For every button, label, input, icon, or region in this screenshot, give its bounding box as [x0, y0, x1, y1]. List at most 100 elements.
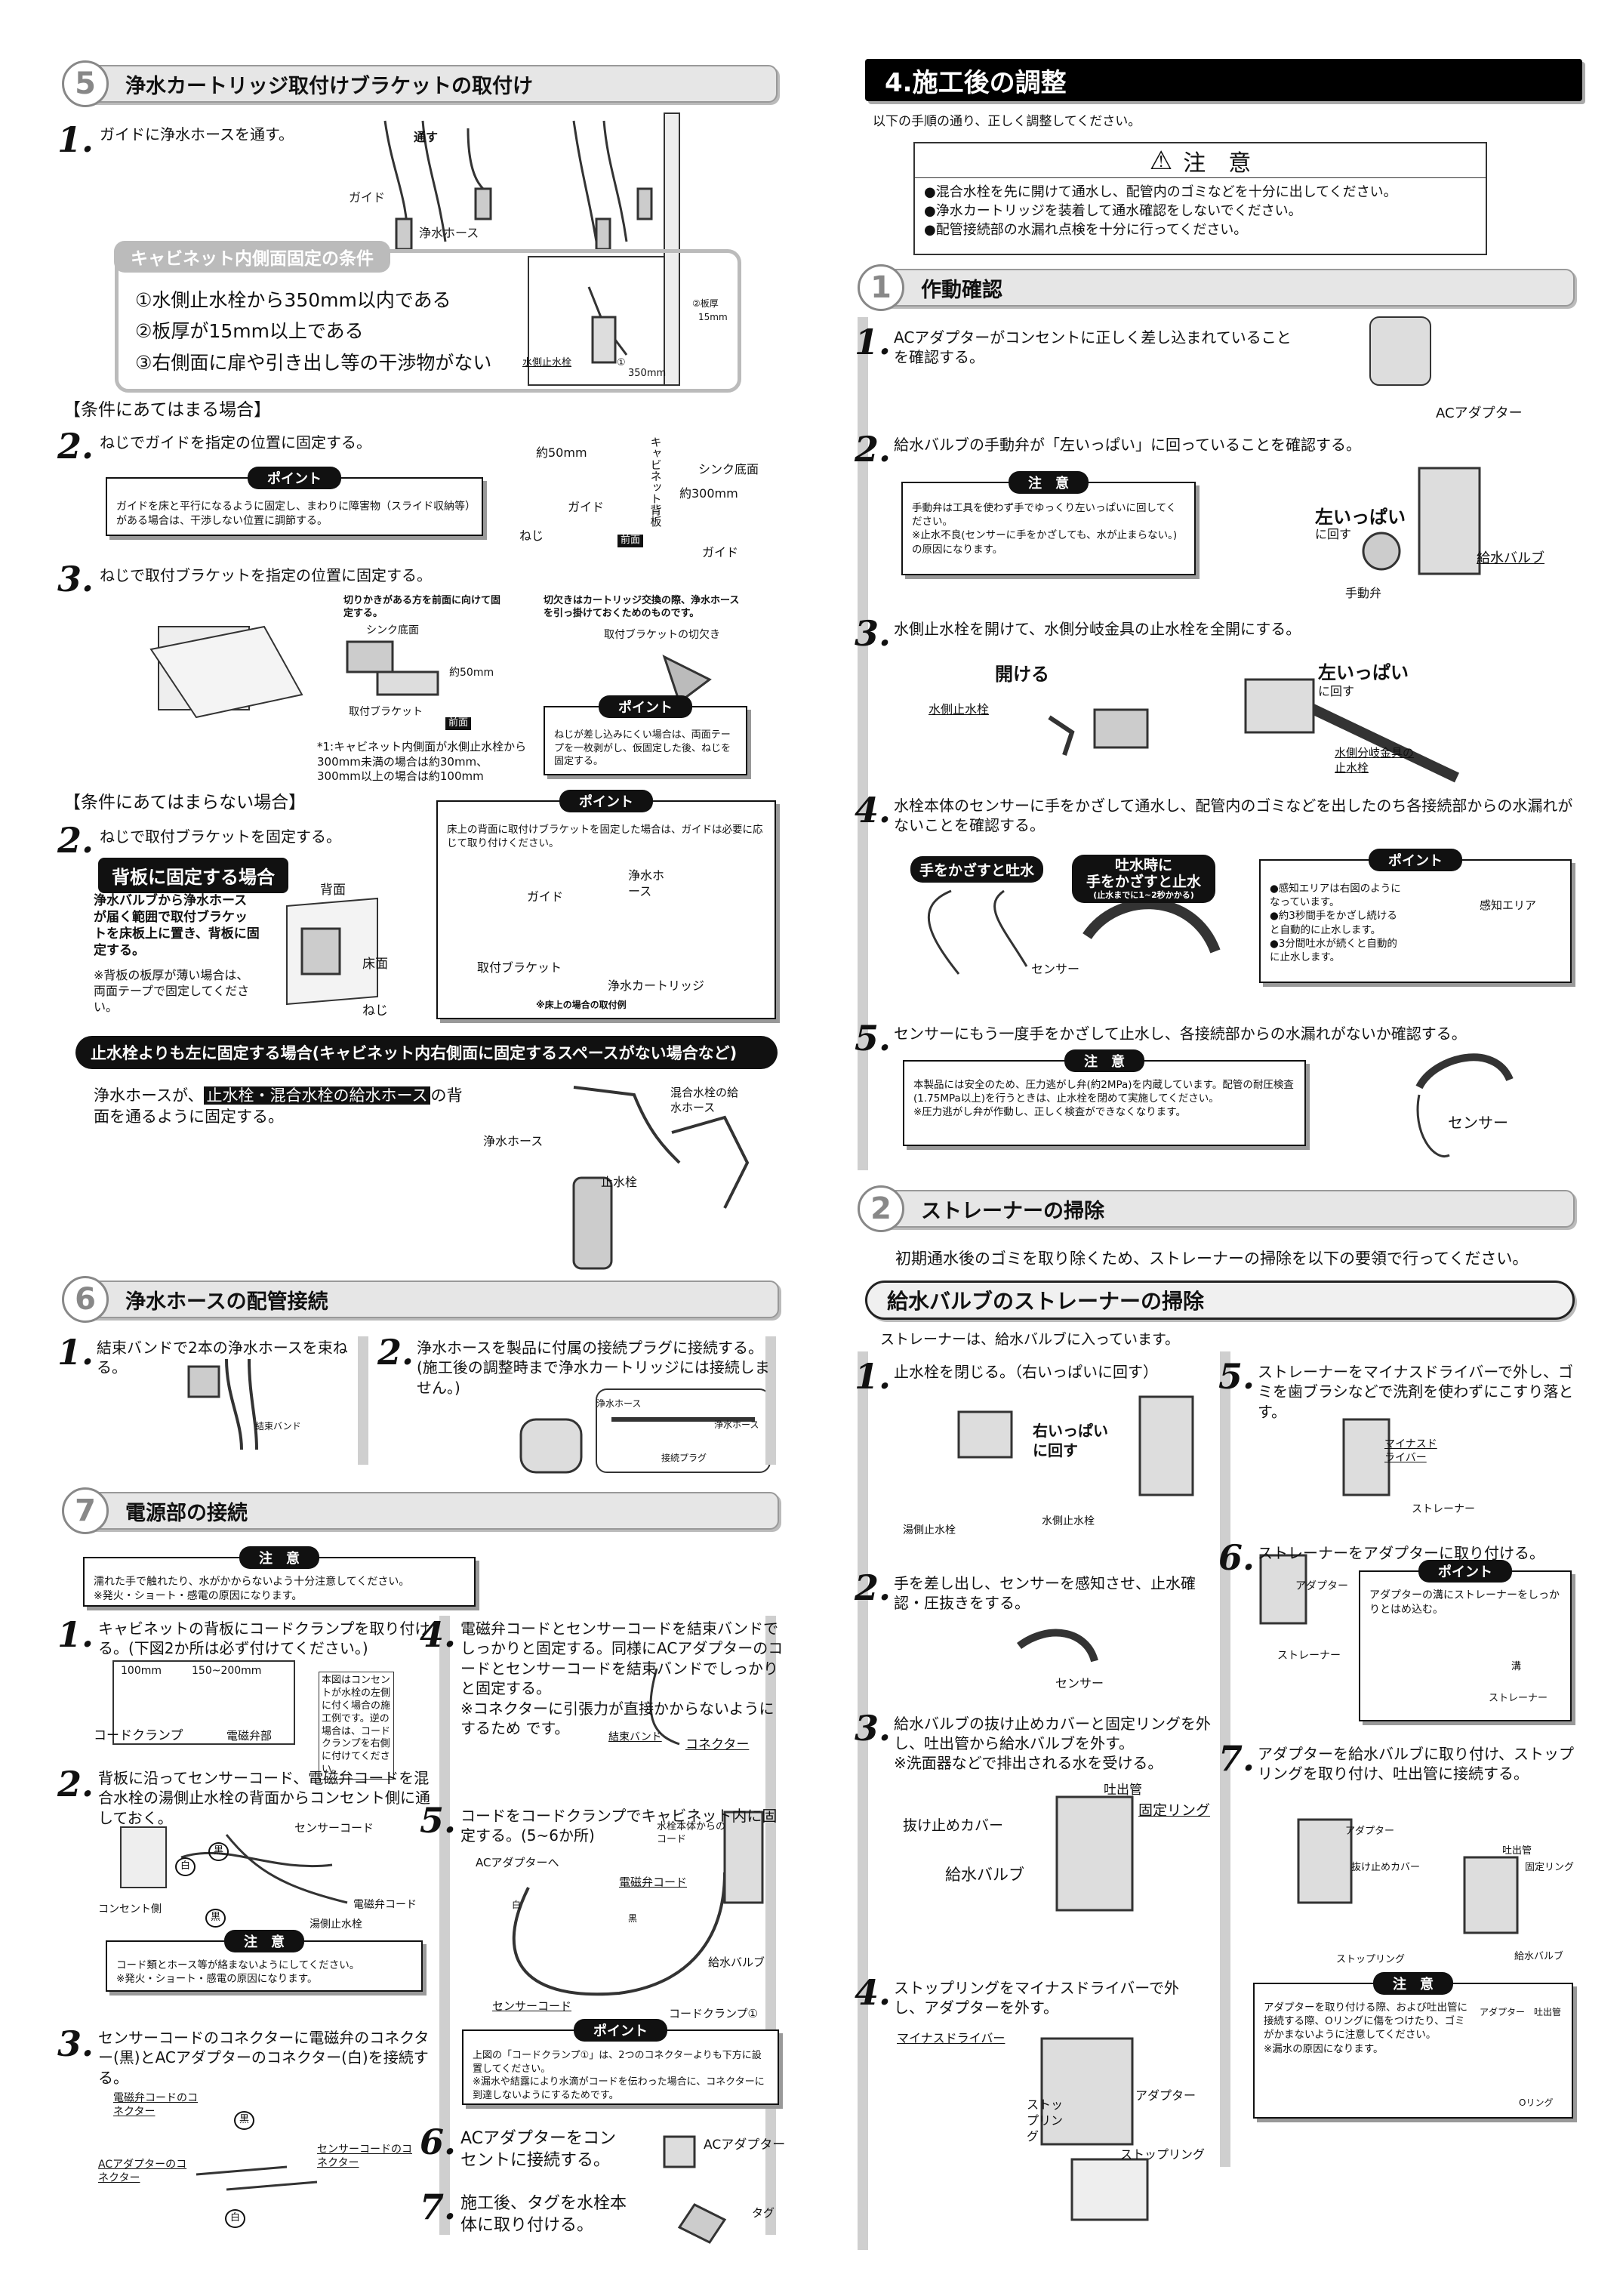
step-number: 4.	[420, 1614, 457, 1655]
caution-sub: ※発火・ショート・感電の原因になります。	[94, 1589, 303, 1602]
label: Oリング	[1519, 2097, 1554, 2108]
label: 取付ブラケット	[349, 706, 423, 718]
label: ねじ	[519, 529, 544, 543]
divider	[1220, 1351, 1230, 2167]
label: 給水バルブ	[1514, 1951, 1564, 1962]
step-text: ストレーナーをアダプターに取り付ける。	[1258, 1544, 1544, 1562]
label: ガイド	[568, 500, 605, 514]
label: 前面	[617, 535, 644, 547]
label: ACアダプターのコネクター	[98, 2159, 187, 2185]
label: 150~200mm	[192, 1665, 262, 1677]
point-tag: ポイント	[599, 695, 692, 718]
label: コンセント側	[98, 1903, 162, 1915]
point-text: 床上の背面に取付けブラケットを固定した場合は、ガイドは必要に応じて取り付けくださ…	[447, 824, 763, 850]
caution-tag: 注 意	[1064, 1049, 1144, 1072]
label: ねじ	[362, 1003, 388, 1019]
section-number: 6	[62, 1276, 109, 1323]
label: 抜け止めカバー	[1351, 1862, 1421, 1873]
label: 取付ブラケット	[477, 960, 562, 975]
label: 通す	[414, 130, 439, 144]
label: アダプター	[1480, 2007, 1526, 2017]
step-text: 背板に沿ってセンサーコード、電磁弁コードを混合水栓の湯側止水栓の背面からコンセン…	[98, 1769, 430, 1827]
note: 本図はコンセントが水栓の左側に付く場合の施工例です。逆の場合は、コードクランプを…	[319, 1672, 394, 1780]
label: アダプター	[1295, 1580, 1348, 1592]
label: ストップリング	[1120, 2147, 1206, 2162]
section-6-header: 6 浄水ホースの配管接続	[62, 1276, 779, 1323]
step-number: 2.	[855, 429, 892, 470]
label: 前面	[445, 717, 472, 730]
label: アダプター	[1135, 2088, 1196, 2103]
step-text: 止水栓を閉じる。（右いっぱいに回す）	[894, 1363, 1158, 1381]
label: ストレーナー	[1412, 1503, 1475, 1515]
label: 電磁弁コードのコネクター	[113, 2092, 198, 2119]
label: ストレーナー	[1489, 1693, 1548, 1704]
section-title: 浄水ホースの配管接続	[94, 1281, 779, 1318]
label: 感知エリア	[1480, 898, 1537, 912]
highlight: 止水栓・混合水栓の給水ホース	[203, 1086, 431, 1105]
sub-heading: 給水バルブのストレーナーの掃除	[865, 1281, 1575, 1320]
label: コードクランプ	[94, 1728, 183, 1743]
caution-text: 本製品には安全のため、圧力逃がし弁(約2MPa)を内蔵しています。配管の耐圧検査…	[913, 1079, 1294, 1105]
label: マイナスドライバー	[897, 2031, 1006, 2045]
caution-box: 注 意 コード類とホース等が絡まないようにしてください。 ※発火・ショート・感電…	[106, 1930, 423, 1992]
divider	[858, 317, 868, 1170]
step-text: 手を差し出し、センサーを感知させ、止水確認・圧抜きをする。	[894, 1574, 1196, 1613]
tag: 手をかざすと吐水	[910, 856, 1044, 883]
label: に回す	[1318, 684, 1355, 698]
step-number: 4.	[855, 1972, 892, 2013]
divider	[765, 1336, 776, 1465]
condition-box: キャビネット内側面固定の条件 ①水側止水栓から350mm以内である ②板厚が15…	[114, 241, 741, 393]
text: 浄水ホースが、	[94, 1086, 204, 1105]
step-text: ねじで取付ブラケットを指定の位置に固定する。	[100, 566, 432, 584]
section-title: 浄水カートリッジ取付けブラケットの取付け	[94, 65, 778, 103]
point-box: ポイント アダプターの溝にストレーナーをしっかりとはめ込む。 溝 ストレーナー	[1359, 1560, 1572, 1721]
step-number: 2.	[57, 426, 94, 467]
step-number: 1.	[57, 119, 94, 160]
caution-item: ●混合水栓を先に開けて通水し、配管内のゴミなどを十分に出してください。	[924, 184, 1397, 200]
label: 左いっぱい	[1318, 662, 1409, 683]
label: 浄水ホース	[596, 1398, 642, 1409]
caution-item: ●配管接続部の水漏れ点検を十分に行ってください。	[924, 222, 1248, 239]
note: 切欠きはカートリッジ交換の際、浄水ホースを引っ掛けておくためのものです。	[544, 595, 740, 619]
warning-icon: ⚠	[1149, 145, 1173, 176]
divider	[358, 1336, 368, 1465]
point-text: ガイドを床と平行になるように固定し、まわりに障害物（スライド収納等）がある場合は…	[116, 501, 470, 527]
point-box: ポイント ねじが差し込みにくい場合は、両面テープを一枚剥がし、仮固定した後、ねじ…	[544, 695, 747, 775]
label: 取付ブラケットの切欠き	[604, 629, 720, 641]
step-number: 3.	[57, 559, 94, 599]
label: 右いっぱい	[1033, 1422, 1108, 1440]
step-number: 7.	[1218, 1738, 1255, 1779]
left-fix-heading: 止水栓よりも左に固定する場合(キャビネット内右側面に固定するスペースがない場合な…	[75, 1036, 778, 1069]
point-text: ねじが差し込みにくい場合は、両面テープを一枚剥がし、仮固定した後、ねじを固定する…	[554, 729, 731, 768]
step-text: 電磁弁コードとセンサーコードを結束バンドでしっかりと固定する。同様にACアダプタ…	[460, 1620, 784, 1698]
point-box: ポイント ●感知エリアは右図のようになっています。 ●約3秒間手をかざし続けると…	[1259, 849, 1572, 983]
point-item: ●約3秒間手をかざし続けると自動的に止水します。	[1270, 910, 1397, 936]
label: タグ	[752, 2206, 775, 2220]
label: センサーコードのコネクター	[317, 2143, 412, 2170]
caution-tag: 注 意	[1373, 1972, 1453, 1995]
caution-sub: ※漏水の原因になります。	[1264, 2042, 1384, 2055]
label: センサーコード	[294, 1821, 374, 1835]
step-number: 3.	[855, 613, 892, 654]
step-text: ねじでガイドを指定の位置に固定する。	[100, 433, 371, 451]
label: ストップリング	[1336, 1954, 1406, 1965]
section-title: ストレーナーの掃除	[889, 1190, 1575, 1228]
step-text: キャビネットの背板にコードクランプを取り付ける。(下図2か所は必ず付けてください…	[98, 1620, 430, 1658]
label: 約50mm	[536, 445, 587, 460]
label: コードクランプ①	[669, 2007, 758, 2020]
tag-line: 手をかざすと止水	[1086, 873, 1201, 890]
point-sub: ※漏水や結露により水滴がコードを伝わった場合に、コネクターに到達しないようにする…	[473, 2076, 765, 2101]
caption: ※床上の場合の取付例	[536, 1000, 627, 1010]
caution-text: コード類とホース等が絡まないようにしてください。	[116, 1959, 360, 1971]
step-number: 6.	[420, 2122, 457, 2162]
section-7-header: 7 電源部の接続	[62, 1487, 779, 1534]
section-number: 7	[62, 1487, 109, 1534]
r2-header: 2 ストレーナーの掃除	[858, 1185, 1575, 1232]
label: 黒	[234, 2111, 255, 2130]
step-number: 2.	[377, 1332, 414, 1373]
label: 湯側止水栓	[310, 1918, 362, 1931]
label: ACアダプター	[1436, 405, 1523, 421]
label: ②板厚	[692, 298, 719, 309]
step-number: 5.	[855, 1018, 892, 1059]
point-tag: ポイント	[574, 2019, 667, 2042]
